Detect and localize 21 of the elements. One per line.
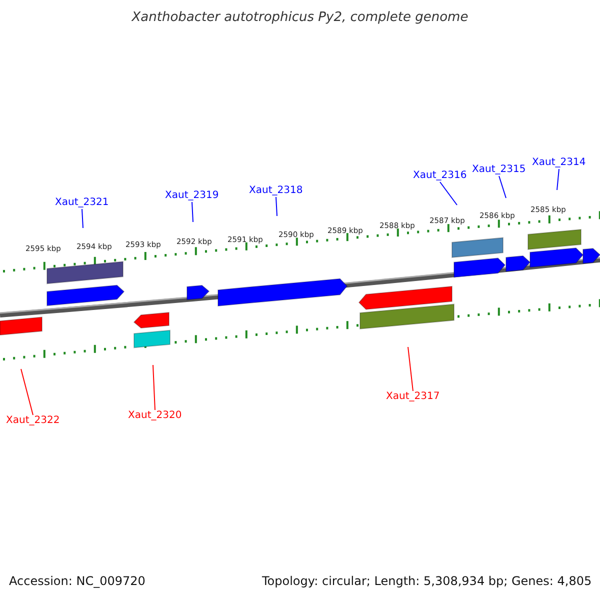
gene-label: Xaut_2315: [472, 164, 526, 176]
gene-label: Xaut_2314: [532, 157, 586, 169]
leader-line: [498, 176, 506, 198]
accession-text: Accession: NC_009720: [9, 575, 146, 587]
leader-line: [276, 196, 278, 216]
gene-label: Xaut_2320: [128, 410, 182, 422]
gene-label: Xaut_2322: [6, 415, 60, 427]
leader-line: [192, 202, 194, 222]
gene-label: Xaut_2321: [55, 197, 109, 209]
leader-line: [152, 364, 156, 410]
gene-label: Xaut_2316: [413, 170, 467, 182]
leader-line: [82, 208, 84, 228]
diagram-title: Xanthobacter autotrophicus Py2, complete genome: [130, 11, 470, 24]
leader-line: [20, 368, 34, 416]
leader-line: [556, 168, 560, 190]
leader-line: [408, 346, 414, 392]
gene-label: Xaut_2318: [249, 185, 303, 197]
gene-label: Xaut_2319: [165, 190, 219, 202]
leader-line: [440, 182, 458, 206]
genome-summary-text: Topology: circular; Length: 5,308,934 bp; Genes: 4,805: [262, 575, 592, 587]
gene-label: Xaut_2317: [386, 391, 440, 403]
